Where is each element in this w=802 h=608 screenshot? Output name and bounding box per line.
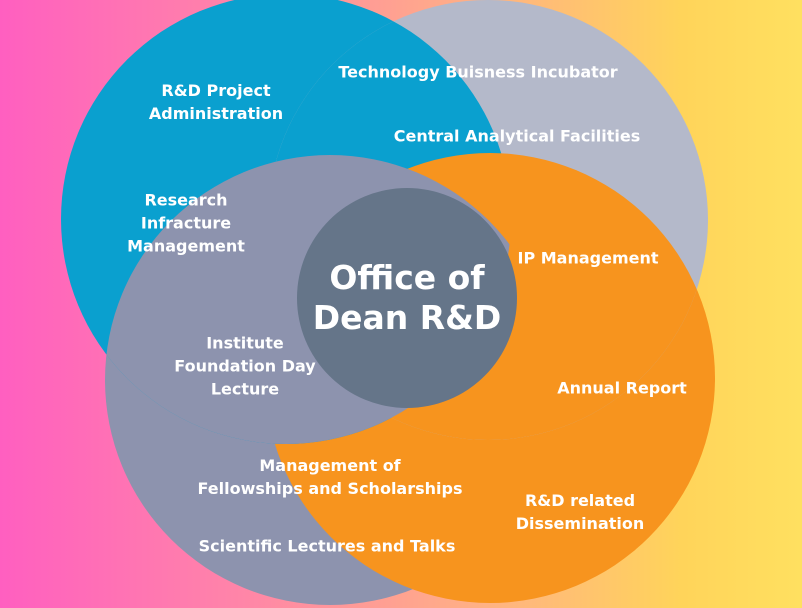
label-scientific-lectures-and-talks: Scientific Lectures and Talks [198,536,456,556]
label-ip-management: IP Management [517,248,659,268]
label-management-of-fellowships: Management of Fellowships and Scholarshi… [197,456,463,498]
label-institute-foundation-day-lecture: Institute Foundation Day Lecture [174,333,316,399]
center-circle [297,188,517,408]
label-rd-related-dissemination: R&D related Dissemination [515,491,645,533]
label-central-analytical-facilities: Central Analytical Facilities [393,126,641,146]
label-technology-business-incubator: Technology Buisness Incubator [338,62,618,82]
center-title: Office of Dean R&D [312,258,502,337]
label-research-infracture-management: Research Infracture Management [127,190,245,256]
label-rd-project-administration: R&D Project Administration [148,81,284,123]
label-annual-report: Annual Report [557,378,687,398]
